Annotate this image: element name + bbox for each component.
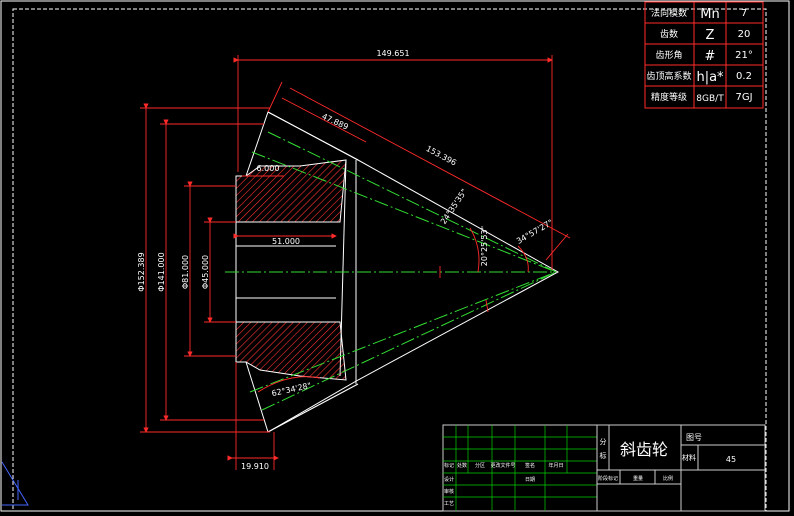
row-label-4: 签名 (525, 462, 535, 469)
pitch-line-upper-2 (251, 151, 557, 273)
dim-small-width: 6.000 (257, 164, 280, 173)
title-material: 45 (726, 455, 736, 464)
pitch-line-lower (261, 271, 557, 411)
row-label-0: 标记 (444, 462, 454, 469)
param-name-0: 法向模数 (651, 7, 687, 19)
pitch-line-lower-2 (249, 271, 557, 393)
title-side-label-1: 分 (600, 437, 607, 446)
row-label-5: 年月日 (548, 462, 563, 469)
dimensions (140, 55, 571, 470)
cone-edge-1 (339, 159, 347, 377)
dim-dia-2: Φ141.000 (157, 252, 166, 291)
param-name-3: 齿顶高系数 (646, 70, 691, 82)
dim-dia-3: Φ81.000 (181, 255, 190, 289)
tooth-tip-upper (267, 111, 359, 161)
dim-angle-tip: 34°57'27" (515, 218, 555, 246)
param-symbol-1: Z (706, 28, 715, 43)
param-symbol-0: Mn (700, 7, 719, 22)
title-part-label: 图号 (686, 433, 702, 442)
gear-outline (235, 111, 560, 433)
dim-top-length: 149.651 (376, 49, 409, 58)
title-drawing-name: 斜齿轮 (620, 440, 668, 459)
title-side-label-2: 标 (600, 451, 607, 460)
dimension-labels: 149.651 47.889 153.396 6.000 51.000 24°3… (137, 49, 555, 471)
param-value-3: 0.2 (736, 71, 752, 82)
sign-label-1: 审核 (444, 488, 454, 495)
title-material-label: 材料 (682, 453, 696, 462)
param-name-1: 齿数 (660, 28, 678, 40)
weight-label-0: 阶段标记 (598, 475, 618, 482)
gear-section (225, 111, 560, 433)
dim-angle-root: 20°25'53" (480, 226, 489, 266)
weight-label-1: 重量 (633, 475, 643, 482)
ucs-icon (1, 461, 29, 506)
pitch-line-upper (267, 131, 557, 273)
title-block: 斜齿轮 分 标 图号 材料 45 标记 处数 分区 更改文件号 签名 年月日 设… (442, 424, 766, 512)
sign-label-0: 设计 (444, 476, 454, 483)
dim-angle-back: 62°34'28" (271, 381, 312, 398)
param-name-2: 齿形角 (655, 49, 682, 61)
param-value-0: 7 (741, 8, 747, 19)
dim-cone-distance: 153.396 (424, 144, 457, 167)
param-symbol-3: h|a* (696, 70, 724, 85)
inner-frame (12, 8, 767, 512)
hatch-lower (235, 321, 347, 381)
param-symbol-2: # (705, 49, 716, 64)
hatch-upper (235, 159, 347, 223)
weight-label-2: 比例 (663, 475, 673, 482)
row-label-2: 分区 (475, 462, 485, 469)
row-label-1: 处数 (457, 462, 467, 469)
sign-label-2: 工艺 (444, 501, 454, 507)
param-value-2: 21° (735, 50, 753, 61)
dim-bottom-len: 19.910 (241, 462, 269, 471)
dim-face-width: 47.889 (320, 112, 349, 132)
param-value-4: 7GJ (735, 92, 752, 103)
tooth-tip-lower (267, 383, 359, 433)
row-label-3: 更改文件号 (490, 462, 515, 469)
parameter-table: 法向模数 Mn 7 齿数 Z 20 齿形角 # 21° 齿顶高系数 h|a* 0… (644, 1, 764, 109)
param-name-4: 精度等级 (651, 91, 687, 103)
param-value-1: 20 (738, 29, 751, 40)
date-label: 日期 (525, 477, 535, 483)
dim-outer-dia: Φ152.389 (137, 252, 146, 291)
param-symbol-4: 8GB/T (696, 94, 724, 104)
dim-bore-length: 51.000 (272, 237, 300, 246)
dim-dia-4: Φ45.000 (201, 255, 210, 289)
